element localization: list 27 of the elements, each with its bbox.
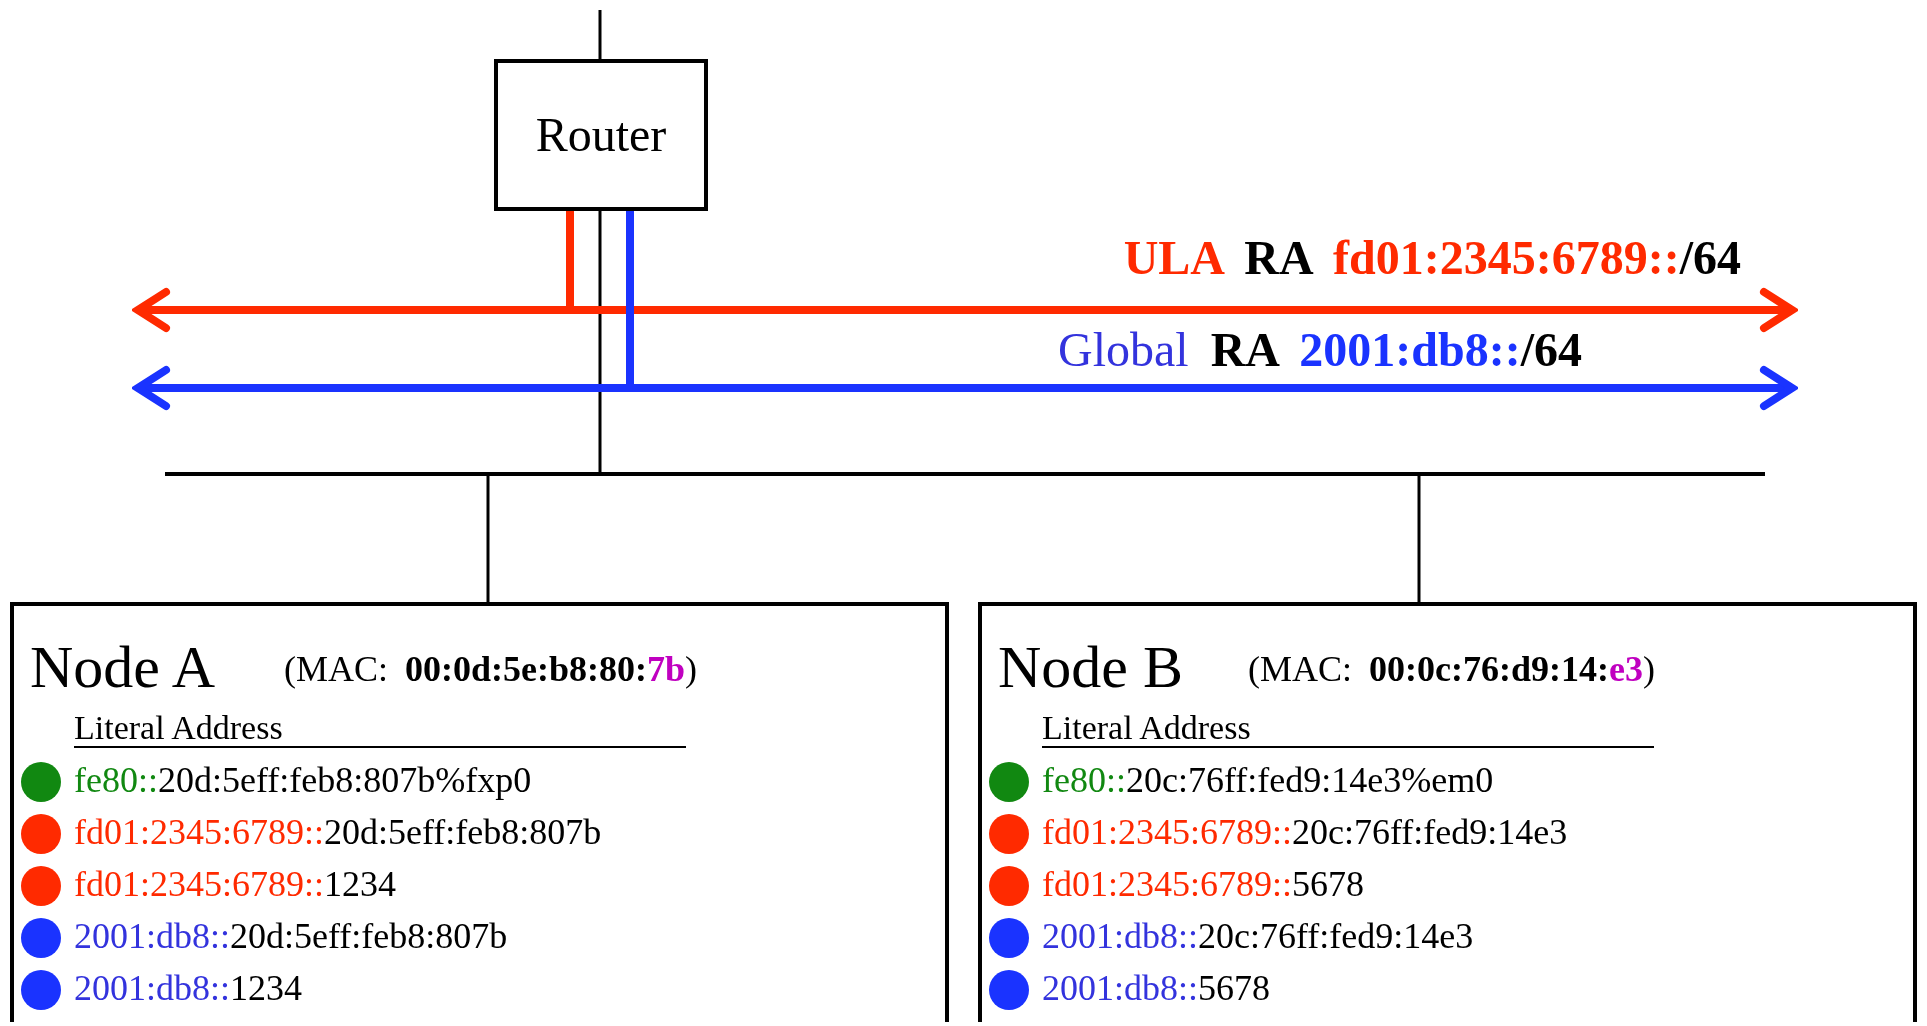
connector-line xyxy=(486,476,490,602)
host-box xyxy=(10,602,949,1022)
column-heading: Literal Address xyxy=(74,710,686,748)
network-bus xyxy=(165,472,1765,476)
host-box xyxy=(978,602,1917,1022)
ip-address: fe80::20c:76ff:fed9:14e3%em0 xyxy=(1042,761,1494,801)
ip-address: fe80::20d:5eff:feb8:807b%fxp0 xyxy=(74,761,532,801)
connector-line xyxy=(1417,476,1421,602)
host-name: Node A xyxy=(30,634,215,700)
column-heading: Literal Address xyxy=(1042,710,1654,748)
ip-address: fd01:2345:6789::1234 xyxy=(74,865,396,905)
mac-address: (MAC: 00:0c:76:d9:14:e3) xyxy=(1248,650,1655,690)
ip-address: fd01:2345:6789::5678 xyxy=(1042,865,1364,905)
ip-address: fd01:2345:6789::20d:5eff:feb8:807b xyxy=(74,813,602,853)
host-name: Node B xyxy=(998,634,1183,700)
edge-label: ULA RA fd01:2345:6789::/64 xyxy=(1123,232,1741,285)
mac-address: (MAC: 00:0d:5e:b8:80:7b) xyxy=(284,650,697,690)
ip-address: 2001:db8::1234 xyxy=(74,969,302,1009)
ip-address: 2001:db8::5678 xyxy=(1042,969,1270,1009)
router-box xyxy=(494,59,708,211)
ip-address: 2001:db8::20c:76ff:fed9:14e3 xyxy=(1042,917,1474,957)
ip-address: fd01:2345:6789::20c:76ff:fed9:14e3 xyxy=(1042,813,1568,853)
connector-line xyxy=(598,211,602,472)
router-label: Router xyxy=(535,108,667,162)
connector-line xyxy=(598,10,602,59)
ip-address: 2001:db8::20d:5eff:feb8:807b xyxy=(74,917,508,957)
edge-label: Global RA 2001:db8::/64 xyxy=(1058,324,1582,377)
